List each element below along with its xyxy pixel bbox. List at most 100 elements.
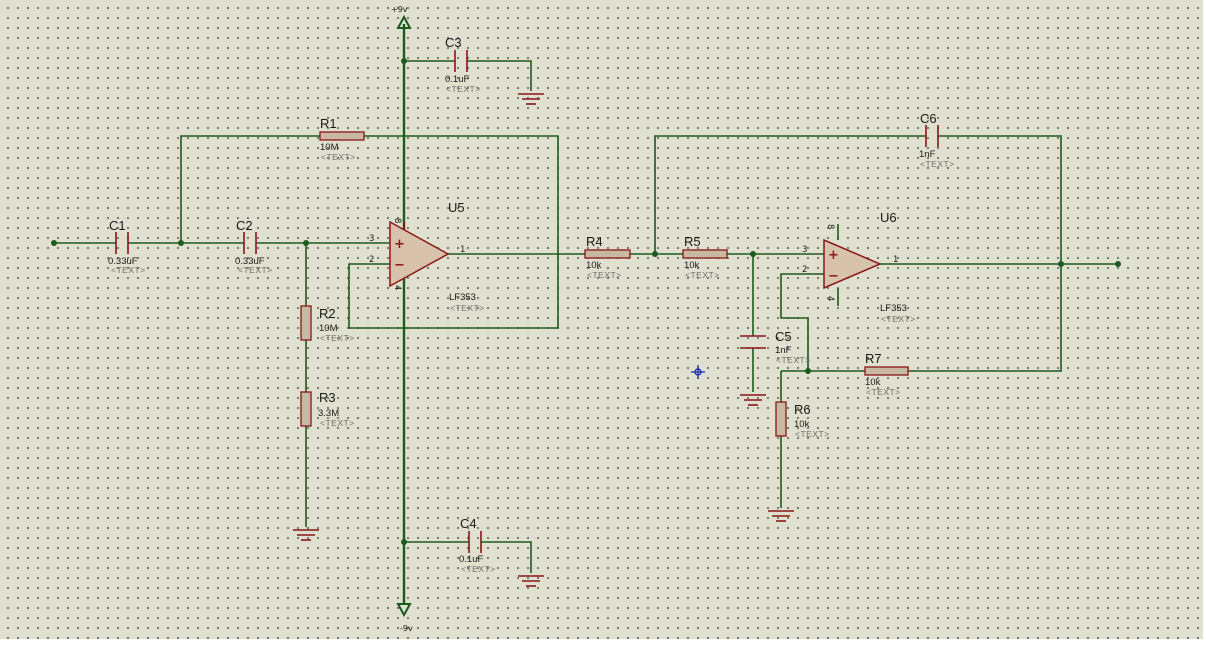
junction-dot <box>178 240 184 246</box>
negative-rail-arrow-icon <box>396 603 412 618</box>
u6-minus-sign: − <box>828 269 839 284</box>
u5-pin-vneg: 4 <box>392 285 402 290</box>
c1-text: <TEXT> <box>111 265 146 275</box>
u6-pin-vneg: 4 <box>825 296 835 301</box>
r1-value: 10M <box>320 142 339 153</box>
c1-ref: C1 <box>109 218 126 233</box>
u5-pin-out: 1 <box>460 245 465 255</box>
r2-text: <TEXT> <box>320 333 355 343</box>
u6-pin-out: 1 <box>893 255 898 265</box>
r4-value: 10k <box>586 260 602 271</box>
r6-value: 10k <box>794 419 810 430</box>
capacitor-c2[interactable]: C2 0.33uF <TEXT> <box>235 218 273 275</box>
u6-pin-noninv: 3 <box>802 245 807 255</box>
c6-text: <TEXT> <box>920 159 955 169</box>
r4-ref: R4 <box>586 234 603 249</box>
c6-ref: C6 <box>920 111 937 126</box>
capacitor-c1[interactable]: C1 0.33uF <TEXT> <box>108 218 146 275</box>
r7-ref: R7 <box>865 351 882 366</box>
c6-value: 1nF <box>919 149 936 160</box>
u6-ref: U6 <box>880 210 897 225</box>
c4-text: <TEXT> <box>461 564 496 574</box>
crosshair-cursor-icon <box>691 365 705 379</box>
ground-c3-icon <box>518 93 544 105</box>
r7-value: 10k <box>865 377 881 388</box>
r3-ref: R3 <box>319 390 336 405</box>
junction-dot <box>652 251 658 257</box>
negative-rail-label: -9v <box>400 624 413 633</box>
c5-value: 1nF <box>775 345 792 356</box>
r3-text: <TEXT> <box>320 418 355 428</box>
c1-value: 0.33uF <box>108 256 138 267</box>
resistor-r6[interactable]: R6 10k <TEXT> <box>775 401 830 439</box>
junction-dot <box>805 368 811 374</box>
c2-value: 0.33uF <box>235 256 265 267</box>
u5-minus-sign: − <box>394 258 405 273</box>
capacitor-c4[interactable]: C4 0.1uF <TEXT> <box>459 516 496 574</box>
r4-text: <TEXT> <box>587 270 622 280</box>
u6-pin-vpos: 8 <box>825 224 835 229</box>
junction-dot <box>750 251 756 257</box>
r2-value: 10M <box>319 323 338 334</box>
u5-plus-sign: + <box>394 237 405 252</box>
u5-text: <TEXT> <box>450 303 485 313</box>
u6-value: LF353 <box>880 303 907 314</box>
canvas-right-edge <box>1203 0 1206 648</box>
c3-ref: C3 <box>445 35 462 50</box>
r3-value: 3.3M <box>318 408 339 419</box>
r1-ref: R1 <box>320 116 337 131</box>
u5-ref: U5 <box>448 200 465 215</box>
opamp-u6[interactable]: + − 3 2 1 8 4 U6 LF353 <TEXT> <box>802 210 916 324</box>
r2-ref: R2 <box>319 306 336 321</box>
u5-pin-vpos: 8 <box>392 218 402 223</box>
r1-text: <TEXT> <box>321 152 356 162</box>
capacitor-c5[interactable]: C5 1nF <TEXT> <box>740 329 811 365</box>
u6-text: <TEXT> <box>881 314 916 324</box>
positive-rail-label: +9v <box>391 5 408 14</box>
c3-value: 0.1uF <box>445 74 469 85</box>
c4-ref: C4 <box>460 516 477 531</box>
c3-text: <TEXT> <box>446 84 481 94</box>
c4-value: 0.1uF <box>459 554 483 565</box>
u6-plus-sign: + <box>828 248 839 263</box>
resistor-r4[interactable]: R4 10k <TEXT> <box>584 234 631 280</box>
positive-rail-arrow-icon <box>396 14 412 29</box>
canvas-bottom-edge <box>0 639 1206 648</box>
capacitor-c6[interactable]: C6 1nF <TEXT> <box>919 111 955 169</box>
capacitor-c3[interactable]: C3 0.1uF <TEXT> <box>445 35 481 94</box>
power-rail[interactable]: +9v -9v <box>391 5 413 633</box>
c2-text: <TEXT> <box>238 265 273 275</box>
c2-ref: C2 <box>236 218 253 233</box>
resistor-r3[interactable]: R3 3.3M <TEXT> <box>300 390 355 428</box>
ground-c5-icon <box>740 394 766 406</box>
r6-ref: R6 <box>794 402 811 417</box>
resistor-r5[interactable]: R5 10k <TEXT> <box>682 234 728 280</box>
input-terminal <box>51 240 57 246</box>
r7-text: <TEXT> <box>866 387 901 397</box>
junction-dot <box>1058 261 1064 267</box>
r5-text: <TEXT> <box>685 270 720 280</box>
u5-pin-noninv: 3 <box>369 234 374 244</box>
ground-r6-icon <box>768 510 794 522</box>
resistor-r2[interactable]: R2 10M <TEXT> <box>300 305 355 343</box>
r5-value: 10k <box>684 260 700 271</box>
resistor-r1[interactable]: R1 10M <TEXT> <box>319 116 365 162</box>
junctions <box>51 58 1121 545</box>
r5-ref: R5 <box>684 234 701 249</box>
output-terminal <box>1115 261 1121 267</box>
junction-dot <box>303 240 309 246</box>
wires <box>54 60 1118 573</box>
ground-c4-icon <box>518 575 544 587</box>
junction-dot <box>401 58 407 64</box>
r6-text: <TEXT> <box>795 429 830 439</box>
resistor-r7[interactable]: R7 10k <TEXT> <box>864 351 909 397</box>
c5-ref: C5 <box>775 329 792 344</box>
junction-dot <box>401 539 407 545</box>
u5-pin-inv: 2 <box>369 255 374 265</box>
ground-r3-icon <box>293 529 319 541</box>
u6-pin-inv: 2 <box>802 265 807 275</box>
opamp-u5[interactable]: + − 3 2 1 8 4 U5 LF353 <TEXT> <box>369 200 485 313</box>
c5-text: <TEXT> <box>776 355 811 365</box>
u5-value: LF353 <box>449 292 476 303</box>
